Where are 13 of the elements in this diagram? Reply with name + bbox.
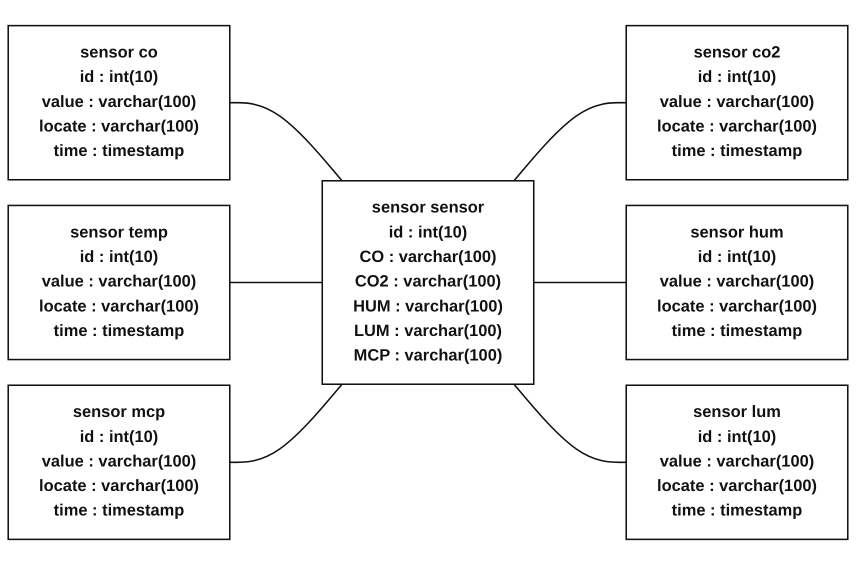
node-box: sensor sensor id : int(10) CO : varchar(100) CO2 : varchar(100) HUM : varchar(100) LUM : varchar(100) MCP : varchar(100) — [322, 180, 534, 385]
connector — [513, 102, 626, 182]
node-box: sensor temp id : int(10) value : varchar(100) locate : varchar(100) time : timestamp — [7, 204, 231, 360]
node-box: sensor mcp id : int(10) value : varchar(100) locate : varchar(100) time : timestamp — [7, 384, 231, 540]
node-box: sensor co2 id : int(10) value : varchar(100) locate : varchar(100) time : timestamp — [625, 24, 849, 181]
node-box: sensor lum id : int(10) value : varchar(100) locate : varchar(100) time : timestamp — [625, 384, 849, 540]
connector — [513, 384, 626, 464]
node-box: sensor co id : int(10) value : varchar(100) locate : varchar(100) time : timestamp — [7, 24, 231, 181]
connector — [230, 102, 343, 182]
connector — [230, 384, 343, 464]
node-box: sensor hum id : int(10) value : varchar(100) locate : varchar(100) time : timestamp — [625, 204, 849, 360]
connector — [230, 282, 322, 284]
connector — [534, 282, 626, 284]
